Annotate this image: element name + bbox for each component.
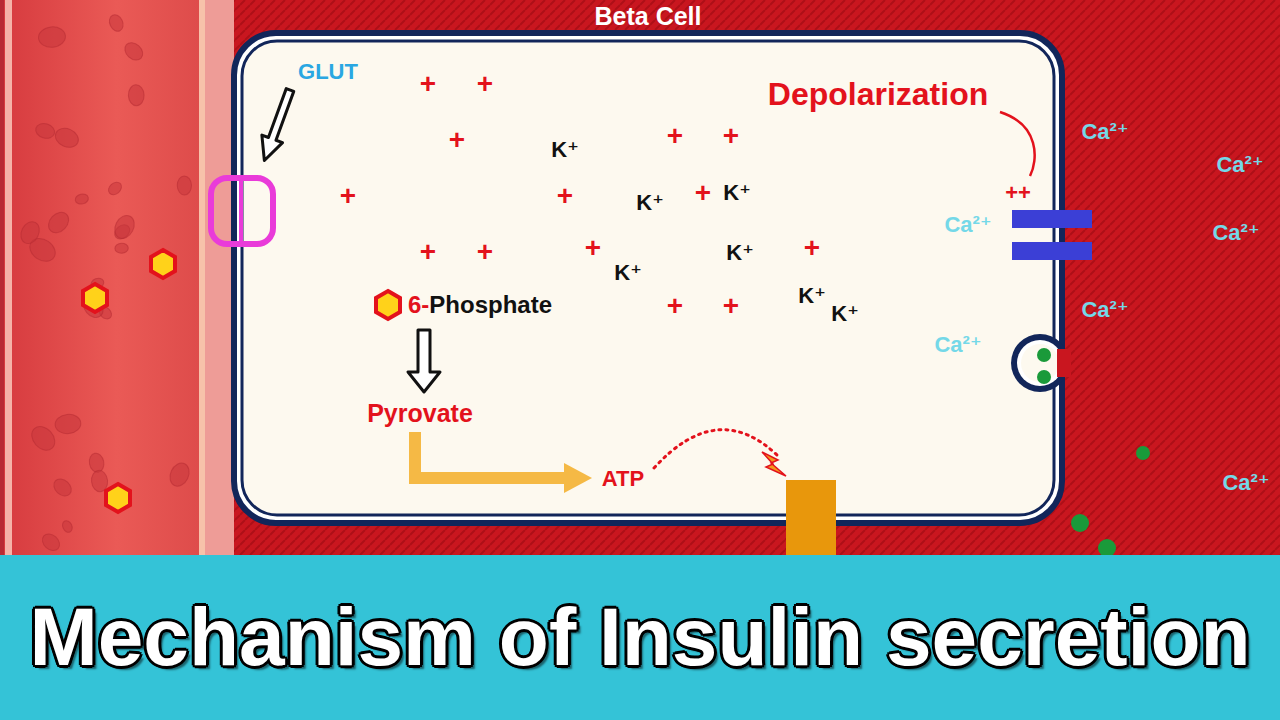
cell-membrane-inner (242, 41, 1054, 515)
charge-sign: + (557, 181, 573, 212)
process-label: Depolarization (768, 77, 988, 112)
ion-label: K⁺ (723, 181, 751, 205)
ion-label: Ca²⁺ (934, 333, 981, 357)
charge-sign: + (723, 291, 739, 322)
cell-membrane (234, 33, 1062, 523)
ion-label: Ca²⁺ (1081, 298, 1128, 322)
vesicle-membrane (1017, 340, 1063, 386)
red-blood-cell (111, 212, 138, 242)
glut-transporter (211, 178, 273, 244)
red-blood-cell (115, 243, 129, 253)
charge-sign: + (340, 181, 356, 212)
red-blood-cell (52, 125, 81, 151)
red-blood-cell (74, 193, 89, 206)
charge-sign: + (585, 233, 601, 264)
charge-sign: + (477, 69, 493, 100)
blood-vessel (0, 0, 234, 560)
charge-sign: + (695, 178, 711, 209)
red-blood-cell (17, 219, 43, 247)
hollow-arrow (408, 330, 440, 392)
metabolite-label: Phosphate (429, 292, 552, 318)
red-blood-cell (128, 85, 145, 107)
ion-label: K⁺ (614, 261, 642, 285)
charge-sign: + (723, 121, 739, 152)
transporter-label: GLUT (298, 60, 358, 84)
glucose-molecule (106, 484, 130, 512)
katp-channel (786, 480, 836, 558)
glucose-molecule (376, 291, 400, 319)
red-blood-cell (107, 12, 126, 33)
ion-label: Ca²⁺ (1216, 153, 1263, 177)
vesicle-opening (1057, 349, 1071, 377)
charge-sign: + (420, 237, 436, 268)
vessel-wall (5, 0, 12, 560)
red-blood-cell (106, 180, 124, 198)
red-blood-cells (17, 12, 192, 553)
beta-cell-outline (234, 33, 1062, 523)
red-blood-cell (50, 475, 74, 499)
charge-sign: + (667, 121, 683, 152)
vessel-wall (205, 0, 234, 560)
leader-line (1000, 112, 1035, 176)
ion-label: Ca²⁺ (944, 213, 991, 237)
ion-label: K⁺ (726, 241, 754, 265)
red-blood-cell (39, 531, 63, 554)
ion-label: Ca²⁺ (1222, 471, 1269, 495)
red-blood-cell (88, 452, 106, 474)
calcium-channel (1012, 242, 1092, 260)
insulin-granule (1037, 370, 1051, 384)
ion-label: K⁺ (551, 138, 579, 162)
ion-label: K⁺ (798, 284, 826, 308)
cell-region: Beta Cell (234, 33, 1062, 523)
red-blood-cell (61, 519, 74, 534)
charge-sign: + (667, 291, 683, 322)
calcium-channel (1012, 210, 1092, 228)
red-blood-cell (166, 460, 192, 489)
vessel-lumen (0, 0, 234, 560)
title-text: Mechanism of Insulin secretion (29, 592, 1250, 682)
glut-channel (239, 180, 243, 242)
vessel-wall (0, 0, 4, 560)
hollow-arrow (254, 86, 300, 164)
red-blood-cell (34, 121, 56, 140)
red-blood-cell (54, 413, 82, 435)
red-blood-cell (177, 176, 192, 195)
insulin-vesicle (1011, 334, 1071, 392)
glucose-molecule (151, 250, 175, 278)
ion-label: K⁺ (636, 191, 664, 215)
ion-label: Ca²⁺ (1081, 120, 1128, 144)
charge-sign: + (449, 125, 465, 156)
cell-heading: Beta Cell (595, 3, 702, 29)
ion-label: Ca²⁺ (1212, 221, 1259, 245)
charge-sign: ++ (1005, 181, 1031, 205)
red-blood-cell (121, 39, 146, 64)
metabolite-label: Pyrovate (367, 400, 473, 428)
glut-channel (211, 178, 273, 244)
charge-sign: + (477, 237, 493, 268)
red-blood-cell (44, 208, 72, 237)
insulin-granule (1136, 446, 1150, 460)
arrow-head (564, 463, 592, 493)
red-blood-cell (27, 422, 59, 455)
metabolite-label: ATP (602, 467, 644, 491)
vessel-wall (199, 0, 205, 560)
lightning-bolt (762, 452, 786, 476)
charge-sign: + (804, 233, 820, 264)
glucose-molecule (83, 284, 107, 312)
pathway-arrow (415, 432, 566, 478)
insulin-granule (1037, 348, 1051, 362)
dotted-arc (654, 430, 778, 468)
charge-sign: + (420, 69, 436, 100)
red-blood-cell (38, 26, 67, 49)
metabolite-label: 6- (408, 292, 429, 318)
ion-label: K⁺ (831, 302, 859, 326)
insulin-granule (1071, 514, 1089, 532)
